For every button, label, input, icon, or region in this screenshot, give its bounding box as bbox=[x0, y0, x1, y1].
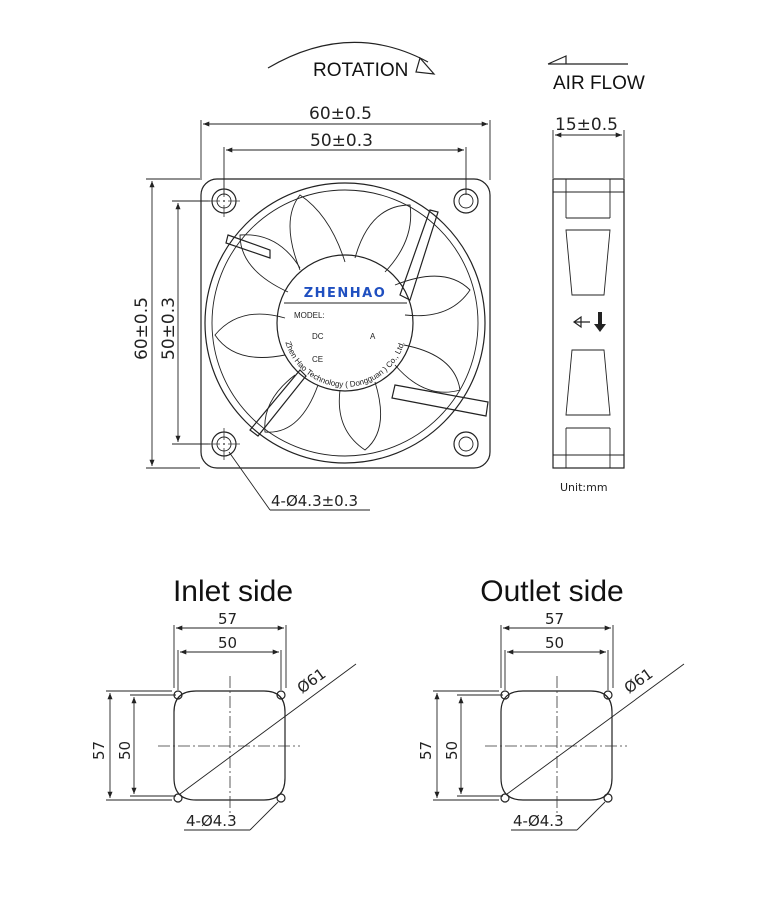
dim-hole-width: 50±0.3 bbox=[310, 131, 373, 151]
airflow-label: AIR FLOW bbox=[553, 73, 645, 94]
fan-blades bbox=[214, 194, 471, 451]
inlet-dim-57-v: 57 bbox=[90, 741, 108, 760]
mounting-hole bbox=[208, 185, 240, 217]
outlet-dim-50-v: 50 bbox=[443, 741, 461, 760]
outlet-title: Outlet side bbox=[480, 575, 623, 608]
inlet-dim-50-h: 50 bbox=[218, 634, 237, 652]
outlet-dim-57-h: 57 bbox=[545, 610, 564, 628]
outlet-dim-dia: Ø61 bbox=[621, 665, 657, 698]
airflow-indicator: AIR FLOW bbox=[547, 55, 645, 94]
hub-label: ZHENHAO MODEL: DC A CE Zhen Hao Technolo… bbox=[276, 254, 414, 392]
inlet-title: Inlet side bbox=[173, 575, 293, 608]
label-dc: DC bbox=[312, 332, 324, 341]
support-struts bbox=[225, 209, 489, 437]
dim-outer-height: 60±0.5 bbox=[132, 297, 152, 360]
inlet-side-view: Inlet side 57 50 57 50 Ø61 4-Ø4.3 bbox=[90, 575, 357, 831]
mounting-hole bbox=[453, 188, 479, 214]
rotation-indicator: ROTATION bbox=[267, 41, 436, 81]
label-ce: CE bbox=[312, 355, 323, 364]
fan-front-view: 60±0.5 50±0.3 60±0.5 50±0.3 bbox=[132, 104, 491, 511]
dim-outer-width: 60±0.5 bbox=[309, 104, 372, 124]
brand-logo: ZHENHAO bbox=[304, 286, 387, 301]
inlet-dim-57-h: 57 bbox=[218, 610, 237, 628]
mounting-hole bbox=[208, 428, 240, 460]
outlet-side-view: Outlet side 57 50 57 50 Ø61 4-Ø4.3 bbox=[417, 575, 685, 831]
mounting-hole bbox=[453, 431, 479, 457]
inlet-dim-50-v: 50 bbox=[116, 741, 134, 760]
inlet-dim-holes: 4-Ø4.3 bbox=[186, 812, 237, 830]
label-model: MODEL: bbox=[294, 311, 325, 320]
fan-side-view: 15±0.5 Unit:mm bbox=[552, 115, 625, 494]
outlet-dim-50-h: 50 bbox=[545, 634, 564, 652]
unit-label: Unit:mm bbox=[560, 481, 608, 494]
outlet-dim-holes: 4-Ø4.3 bbox=[513, 812, 564, 830]
rotation-label: ROTATION bbox=[313, 60, 408, 81]
outlet-dim-57-v: 57 bbox=[417, 741, 435, 760]
dim-hole-height: 50±0.3 bbox=[159, 297, 179, 360]
dim-holes: 4-Ø4.3±0.3 bbox=[271, 492, 358, 510]
inlet-dim-dia: Ø61 bbox=[294, 665, 330, 698]
label-amp: A bbox=[370, 332, 376, 341]
dim-thickness: 15±0.5 bbox=[555, 115, 618, 135]
